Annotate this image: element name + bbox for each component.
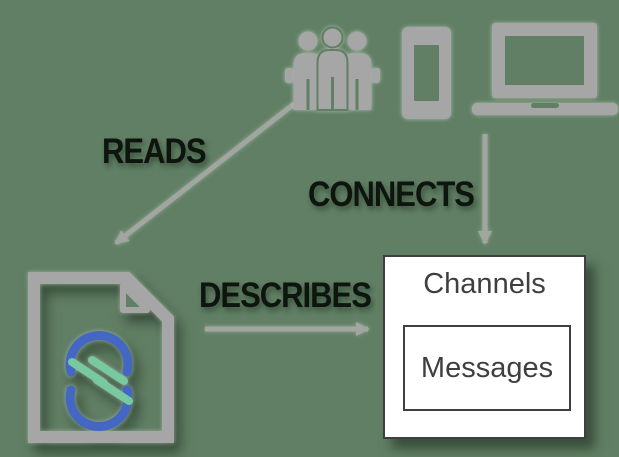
spec-document-icon xyxy=(28,272,174,443)
logo-top-arc xyxy=(65,330,133,377)
reads-label: READS xyxy=(102,130,207,171)
user-arm-left xyxy=(285,68,293,83)
channels-box-title: Channels xyxy=(423,268,546,300)
logo-slashes xyxy=(68,356,133,405)
user-head xyxy=(321,26,344,49)
user-head xyxy=(298,31,318,51)
phone-screen xyxy=(414,45,439,101)
logo-bottom-arc xyxy=(65,385,133,432)
laptop-icon xyxy=(472,23,618,115)
document-fold-corner xyxy=(120,283,150,313)
messages-box-title: Messages xyxy=(420,351,554,384)
connects-label: CONNECTS xyxy=(308,173,475,214)
users-icon xyxy=(285,26,380,111)
smartphone-icon xyxy=(402,27,451,119)
spec-logo xyxy=(65,330,133,432)
laptop-base-notch xyxy=(531,103,559,108)
describes-label: DESCRIBES xyxy=(199,274,372,315)
user-arm-right xyxy=(372,68,380,83)
document-outline xyxy=(28,272,174,443)
channels-box: Channels Messages xyxy=(383,255,586,439)
messages-box: Messages xyxy=(403,325,571,411)
reads-arrow xyxy=(114,102,296,245)
laptop-base xyxy=(472,103,618,115)
user-head xyxy=(347,31,367,51)
laptop-screen xyxy=(505,36,584,85)
